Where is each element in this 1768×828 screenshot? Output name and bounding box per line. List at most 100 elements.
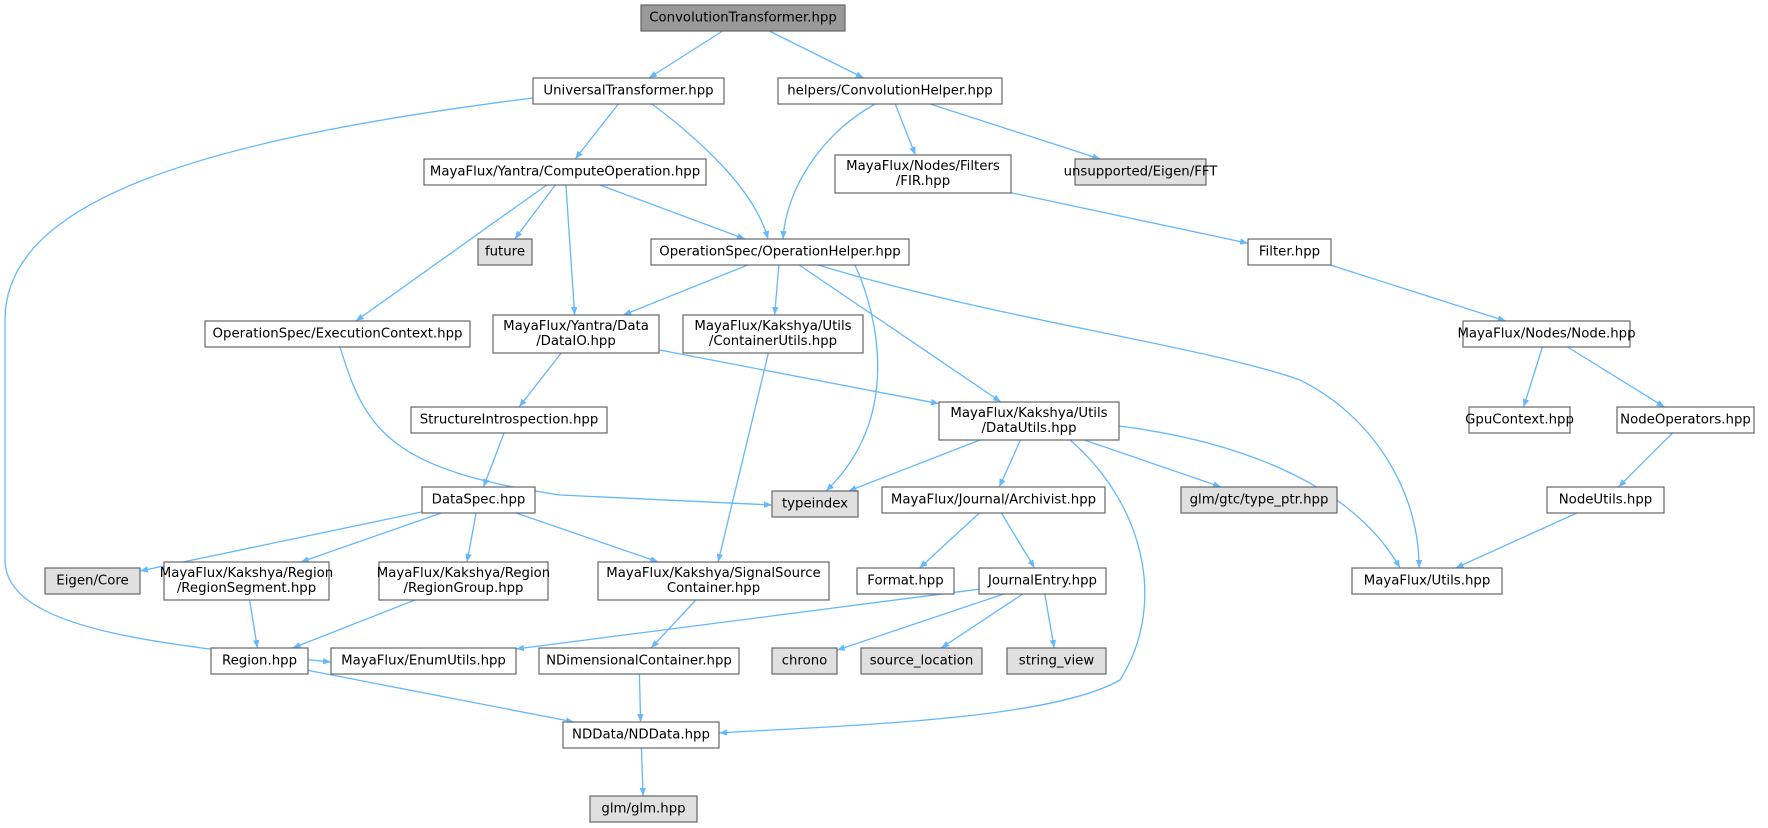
node-label-containerutils-1: /ContainerUtils.hpp	[709, 334, 837, 349]
node-future: future	[477, 238, 533, 266]
node-nodeutils[interactable]: NodeUtils.hpp	[1546, 486, 1665, 514]
node-label-signalsrc-0: MayaFlux/Kakshya/SignalSource	[606, 566, 820, 581]
edge-ophelper-to-datautils	[798, 264, 1002, 403]
node-eigencore: Eigen/Core	[44, 567, 141, 595]
node-regionseg[interactable]: MayaFlux/Kakshya/Region/RegionSegment.hp…	[160, 561, 333, 601]
node-nddata[interactable]: NDData/NDData.hpp	[562, 721, 720, 749]
edge-journalentry-to-stringview	[1044, 593, 1056, 649]
node-glmgtc: glm/gtc/type_ptr.hpp	[1180, 486, 1338, 514]
node-ndimcontainer[interactable]: NDimensionalContainer.hpp	[538, 647, 740, 675]
node-containerutils[interactable]: MayaFlux/Kakshya/Utils/ContainerUtils.hp…	[682, 314, 864, 354]
node-universal[interactable]: UniversalTransformer.hpp	[532, 77, 725, 105]
node-execctx[interactable]: OperationSpec/ExecutionContext.hpp	[204, 320, 471, 348]
edge-convhelper-to-fir	[894, 103, 917, 156]
node-box-srcloc	[860, 647, 983, 675]
node-box-stringview	[1006, 647, 1107, 675]
node-box-nodeutils	[1546, 486, 1665, 514]
node-box-future	[477, 238, 533, 266]
node-box-glm	[589, 795, 698, 823]
node-computeop[interactable]: MayaFlux/Yantra/ComputeOperation.hpp	[423, 158, 707, 186]
node-region[interactable]: Region.hpp	[210, 647, 309, 675]
node-label-srcloc-0: source_location	[870, 654, 974, 669]
node-box-mfutils	[1351, 567, 1503, 595]
node-dataspec[interactable]: DataSpec.hpp	[421, 486, 536, 514]
node-enumutils[interactable]: MayaFlux/EnumUtils.hpp	[330, 647, 517, 675]
node-filter[interactable]: Filter.hpp	[1247, 238, 1332, 266]
node-journalentry[interactable]: JournalEntry.hpp	[978, 567, 1107, 595]
node-regiongroup[interactable]: MayaFlux/Kakshya/Region/RegionGroup.hpp	[377, 561, 550, 601]
edge-root-to-convhelper	[768, 30, 865, 79]
node-node[interactable]: MayaFlux/Nodes/Node.hpp	[1457, 320, 1636, 348]
edge-nddata-to-glm	[639, 747, 647, 797]
node-signalsrc[interactable]: MayaFlux/Kakshya/SignalSourceContainer.h…	[597, 561, 830, 601]
node-format[interactable]: Format.hpp	[856, 567, 955, 595]
edge-archivist-to-journalentry	[1000, 512, 1036, 569]
edge-node-to-gpucontext	[1522, 346, 1544, 408]
edge-ophelper-to-typeindex	[825, 264, 879, 492]
node-box-journalentry	[978, 567, 1107, 595]
node-label-eigencore-0: Eigen/Core	[56, 574, 128, 589]
node-label-dataio-0: MayaFlux/Yantra/Data	[503, 319, 649, 334]
edge-computeop-to-ophelper	[599, 184, 746, 240]
node-convhelper[interactable]: helpers/ConvolutionHelper.hpp	[777, 77, 1003, 105]
edge-journalentry-to-srcloc	[940, 593, 1024, 649]
node-archivist[interactable]: MayaFlux/Journal/Archivist.hpp	[881, 486, 1106, 514]
edge-dataspec-to-eigencore	[139, 511, 423, 573]
node-label-glm-0: glm/glm.hpp	[601, 802, 685, 817]
node-root[interactable]: ConvolutionTransformer.hpp	[640, 4, 846, 32]
edge-fir-to-filter	[1010, 192, 1249, 245]
node-stringview: string_view	[1006, 647, 1107, 675]
edge-datautils-to-mfutils	[1118, 425, 1401, 569]
node-mfutils[interactable]: MayaFlux/Utils.hpp	[1351, 567, 1503, 595]
edge-universal-to-enumutils	[4, 97, 534, 665]
edge-ophelper-to-containerutils	[772, 264, 780, 316]
node-box-eigencore	[44, 567, 141, 595]
node-label-nodeops-0: NodeOperators.hpp	[1620, 413, 1751, 428]
edge-structintro-to-dataspec	[482, 432, 505, 488]
node-label-ndimcontainer-0: NDimensionalContainer.hpp	[546, 654, 732, 669]
node-label-regiongroup-0: MayaFlux/Kakshya/Region	[377, 566, 550, 581]
node-structintro[interactable]: StructureIntrospection.hpp	[410, 406, 608, 434]
node-label-dataspec-0: DataSpec.hpp	[432, 493, 526, 508]
node-box-execctx	[204, 320, 471, 348]
node-label-journalentry-0: JournalEntry.hpp	[987, 574, 1097, 589]
node-label-stringview-0: string_view	[1019, 654, 1095, 669]
node-dataio[interactable]: MayaFlux/Yantra/Data/DataIO.hpp	[492, 314, 660, 354]
node-nodeops[interactable]: NodeOperators.hpp	[1616, 406, 1755, 434]
node-label-regionseg-0: MayaFlux/Kakshya/Region	[160, 566, 333, 581]
node-label-future-0: future	[485, 245, 525, 260]
node-gpucontext[interactable]: GpuContext.hpp	[1465, 406, 1574, 434]
node-box-datautils	[938, 401, 1120, 441]
edge-nodeutils-to-mfutils	[1455, 512, 1578, 569]
node-eigenfft: unsupported/Eigen/FFT	[1064, 158, 1219, 186]
node-box-computeop	[423, 158, 707, 186]
node-label-fir-0: MayaFlux/Nodes/Filters	[846, 159, 1000, 174]
node-box-regiongroup	[378, 561, 549, 601]
node-box-chrono	[771, 647, 838, 675]
node-label-signalsrc-1: Container.hpp	[667, 581, 760, 596]
node-ophelper[interactable]: OperationSpec/OperationHelper.hpp	[650, 238, 910, 266]
node-label-nddata-0: NDData/NDData.hpp	[572, 728, 710, 743]
node-label-fir-1: /FIR.hpp	[896, 174, 950, 189]
node-fir[interactable]: MayaFlux/Nodes/Filters/FIR.hpp	[834, 154, 1012, 194]
edge-computeop-to-dataio	[565, 184, 578, 316]
edge-archivist-to-format	[919, 512, 980, 569]
node-box-filter	[1247, 238, 1332, 266]
node-label-structintro-0: StructureIntrospection.hpp	[420, 413, 599, 428]
node-label-eigenfft-0: unsupported/Eigen/FFT	[1064, 165, 1219, 180]
edge-universal-to-computeop	[574, 103, 619, 160]
node-label-datautils-0: MayaFlux/Kakshya/Utils	[950, 406, 1107, 421]
edge-dataio-to-structintro	[518, 352, 562, 408]
edge-datautils-to-archivist	[998, 439, 1022, 488]
node-box-gpucontext	[1468, 406, 1571, 434]
edge-dataspec-to-regionseg	[300, 512, 442, 563]
node-datautils[interactable]: MayaFlux/Kakshya/Utils/DataUtils.hpp	[938, 401, 1120, 441]
node-box-root	[640, 4, 846, 32]
node-glm: glm/glm.hpp	[589, 795, 698, 823]
edge-universal-to-ophelper	[651, 103, 770, 240]
node-box-glmgtc	[1180, 486, 1338, 514]
edge-dataio-to-datautils	[658, 349, 940, 406]
node-label-region-0: Region.hpp	[222, 654, 297, 669]
edge-journalentry-to-chrono	[836, 593, 1005, 651]
